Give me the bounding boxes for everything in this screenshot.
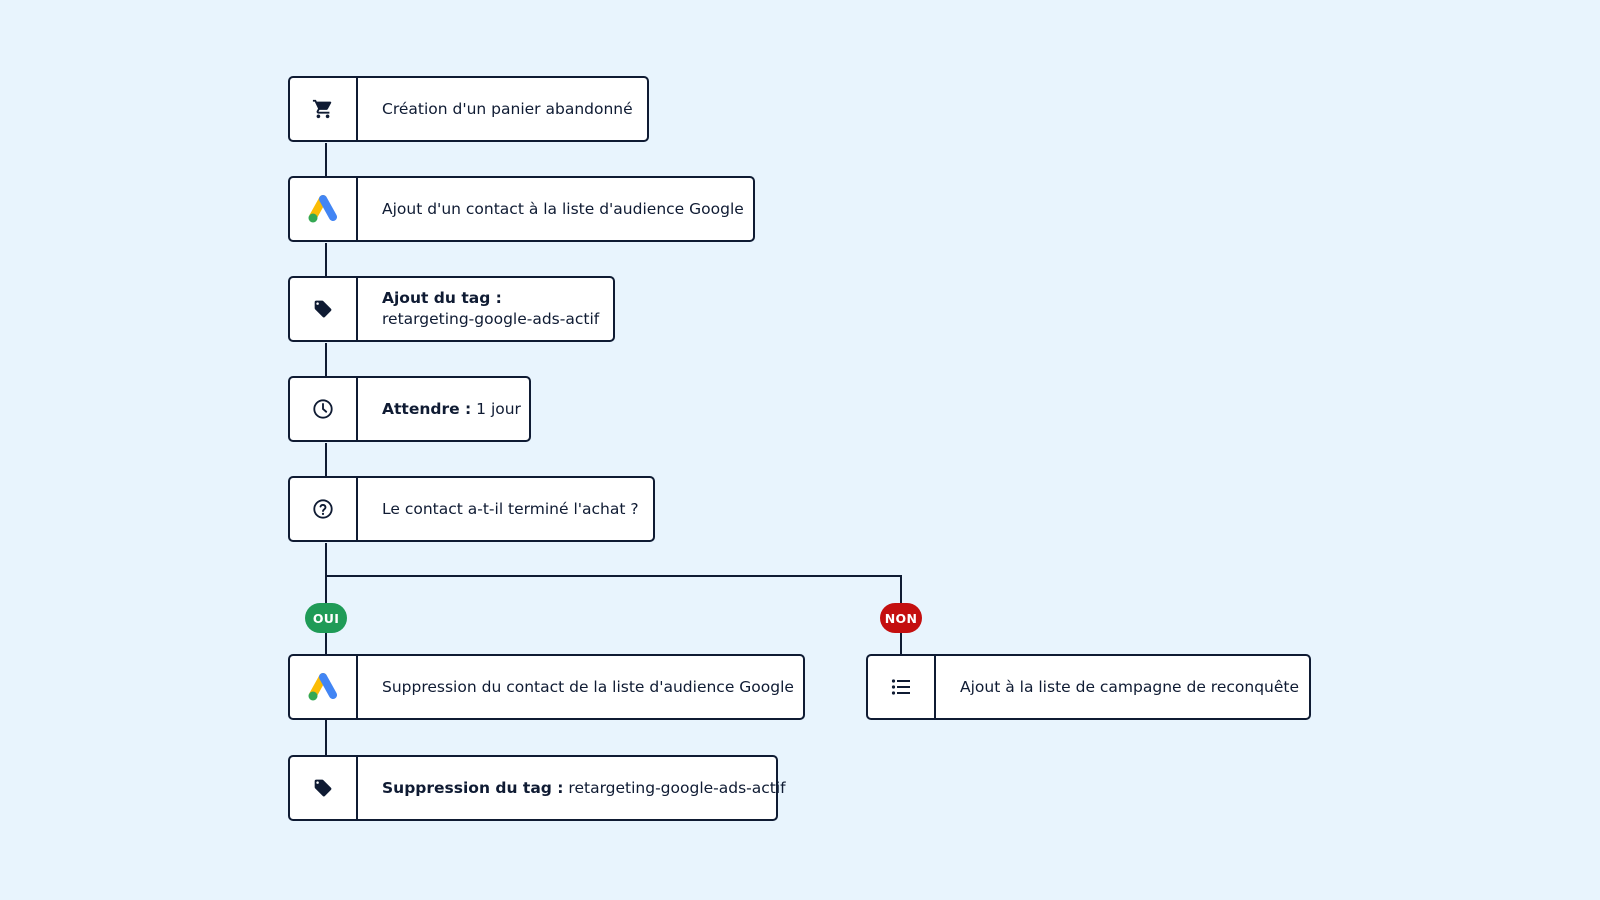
step-text: Suppression du contact de la liste d'aud… xyxy=(382,677,794,696)
step-text: Le contact a-t-il terminé l'achat ? xyxy=(382,499,639,518)
connector-1 xyxy=(325,143,327,177)
step-abandoned-cart[interactable]: Création d'un panier abandonné xyxy=(288,76,649,142)
tag-icon xyxy=(290,278,358,340)
step-text: Ajout d'un contact à la liste d'audience… xyxy=(382,199,744,218)
tag-icon xyxy=(290,757,358,819)
step-value: retargeting-google-ads-actif xyxy=(382,310,600,328)
step-label: Attendre : xyxy=(382,399,472,418)
list-icon xyxy=(868,656,936,718)
step-remove-tag[interactable]: Suppression du tag : retargeting-google-… xyxy=(288,755,786,821)
step-label: Ajout du tag : xyxy=(382,289,502,307)
step-wait[interactable]: Attendre : 1 jour xyxy=(288,376,531,442)
question-icon xyxy=(290,478,358,540)
step-purchase-condition[interactable]: Le contact a-t-il terminé l'achat ? xyxy=(288,476,655,542)
yes-branch-badge: OUI xyxy=(305,603,347,633)
connector-2 xyxy=(325,243,327,277)
no-branch-badge: NON xyxy=(880,603,922,633)
clock-icon xyxy=(290,378,358,440)
step-add-reconquest-list[interactable]: Ajout à la liste de campagne de reconquê… xyxy=(866,654,1311,720)
step-value: retargeting-google-ads-actif xyxy=(568,778,786,797)
connector-4 xyxy=(325,443,327,477)
step-text: Création d'un panier abandonné xyxy=(382,99,633,118)
step-add-tag[interactable]: Ajout du tag : retargeting-google-ads-ac… xyxy=(288,276,615,342)
step-add-google-audience[interactable]: Ajout d'un contact à la liste d'audience… xyxy=(288,176,755,242)
step-label: Suppression du tag : xyxy=(382,778,564,797)
step-remove-google-audience[interactable]: Suppression du contact de la liste d'aud… xyxy=(288,654,805,720)
connector-yes-down xyxy=(325,543,327,656)
google-ads-icon xyxy=(290,656,358,718)
cart-icon xyxy=(290,78,358,140)
google-ads-icon xyxy=(290,178,358,240)
connector-3 xyxy=(325,343,327,377)
step-value: 1 jour xyxy=(476,399,521,418)
connector-branch-horizontal xyxy=(325,575,902,577)
step-text: Ajout à la liste de campagne de reconquê… xyxy=(960,677,1300,696)
connector-yes-2 xyxy=(325,720,327,756)
